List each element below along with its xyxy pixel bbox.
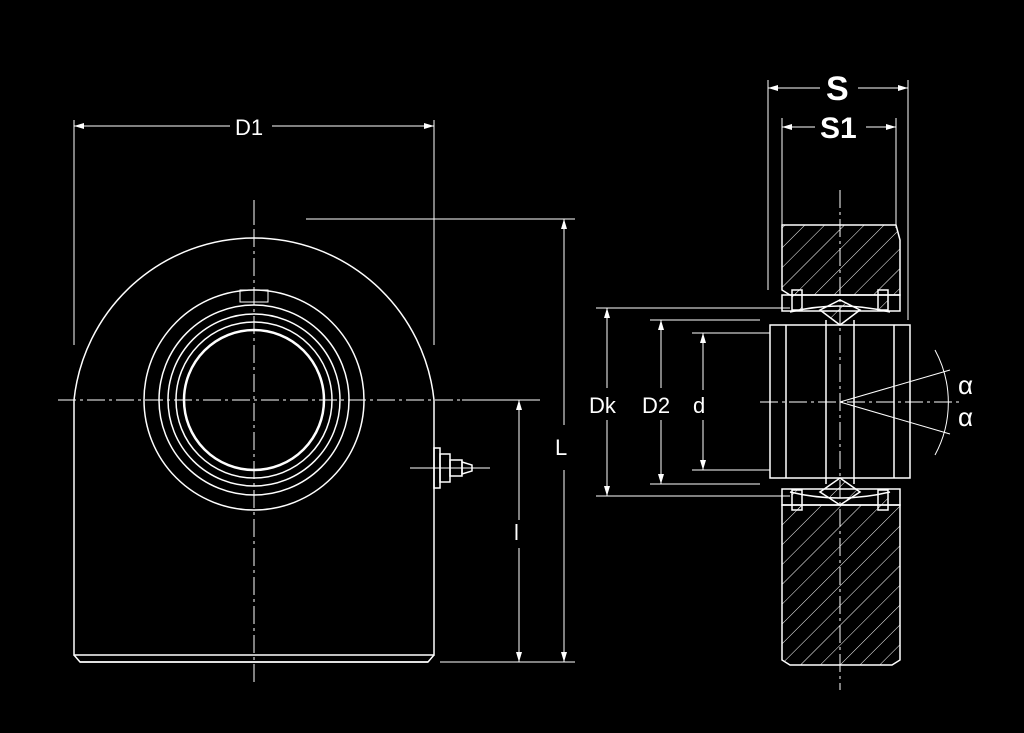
label-l-lower: l xyxy=(514,520,519,545)
side-view xyxy=(596,80,960,690)
label-alpha-lower: α xyxy=(958,402,973,432)
housing-outline xyxy=(73,237,435,656)
label-alpha-upper: α xyxy=(958,370,973,400)
housing-section-bottom xyxy=(781,504,901,666)
label-d1: D1 xyxy=(235,115,263,140)
label-d: d xyxy=(693,393,705,418)
front-view xyxy=(58,120,575,685)
label-dk: Dk xyxy=(589,393,617,418)
label-l-upper: L xyxy=(555,435,567,460)
grease-nipple-icon xyxy=(410,447,490,489)
label-d2: D2 xyxy=(642,393,670,418)
label-s1: S1 xyxy=(820,112,857,145)
housing-section-top xyxy=(781,224,901,296)
label-s: S xyxy=(826,70,849,108)
